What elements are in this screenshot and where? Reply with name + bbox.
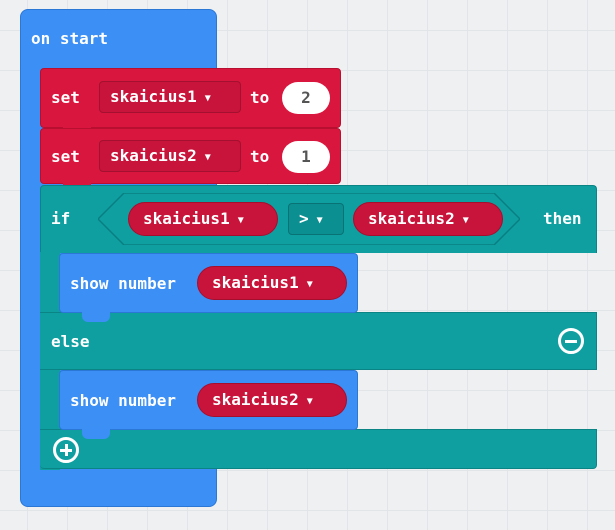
- if-block-footer: [40, 429, 597, 469]
- else-row: [40, 312, 597, 370]
- variable-name: skaicius2: [212, 390, 299, 409]
- else-keyword: else: [51, 332, 90, 351]
- variable-name: skaicius2: [368, 209, 455, 228]
- show-number-variable-1[interactable]: skaicius1 ▼: [197, 266, 347, 300]
- variable-name: skaicius2: [110, 146, 197, 165]
- variable-name: skaicius1: [110, 87, 197, 106]
- dropdown-caret-icon: ▼: [462, 215, 469, 226]
- dropdown-caret-icon: ▼: [306, 279, 313, 290]
- to-label: to: [250, 88, 270, 107]
- dropdown-caret-icon: ▼: [204, 152, 211, 163]
- show-number-label: show number: [70, 391, 176, 410]
- then-keyword: then: [543, 209, 582, 228]
- dropdown-caret-icon: ▼: [237, 215, 244, 226]
- variable-name: skaicius1: [143, 209, 230, 228]
- operator-dropdown[interactable]: >▼: [288, 203, 344, 235]
- show-number-label: show number: [70, 274, 176, 293]
- on-start-label: on start: [31, 29, 109, 48]
- add-branch-icon[interactable]: [53, 437, 79, 463]
- compare-left-variable[interactable]: skaicius1 ▼: [128, 202, 278, 236]
- remove-else-icon[interactable]: [558, 328, 584, 354]
- set-keyword: set: [51, 88, 80, 107]
- operator-symbol: >: [299, 209, 309, 228]
- dropdown-caret-icon: ▼: [204, 93, 211, 104]
- number-input-set-1[interactable]: 2: [282, 82, 330, 114]
- variable-dropdown-set-1[interactable]: skaicius1 ▼: [99, 81, 241, 113]
- variable-name: skaicius1: [212, 273, 299, 292]
- show-number-variable-2[interactable]: skaicius2 ▼: [197, 383, 347, 417]
- dropdown-caret-icon: ▼: [316, 215, 323, 226]
- variable-dropdown-set-2[interactable]: skaicius2 ▼: [99, 140, 241, 172]
- if-keyword: if: [51, 209, 71, 228]
- set-keyword: set: [51, 147, 80, 166]
- dropdown-caret-icon: ▼: [306, 396, 313, 407]
- number-input-set-2[interactable]: 1: [282, 141, 330, 173]
- compare-right-variable[interactable]: skaicius2 ▼: [353, 202, 503, 236]
- to-label: to: [250, 147, 270, 166]
